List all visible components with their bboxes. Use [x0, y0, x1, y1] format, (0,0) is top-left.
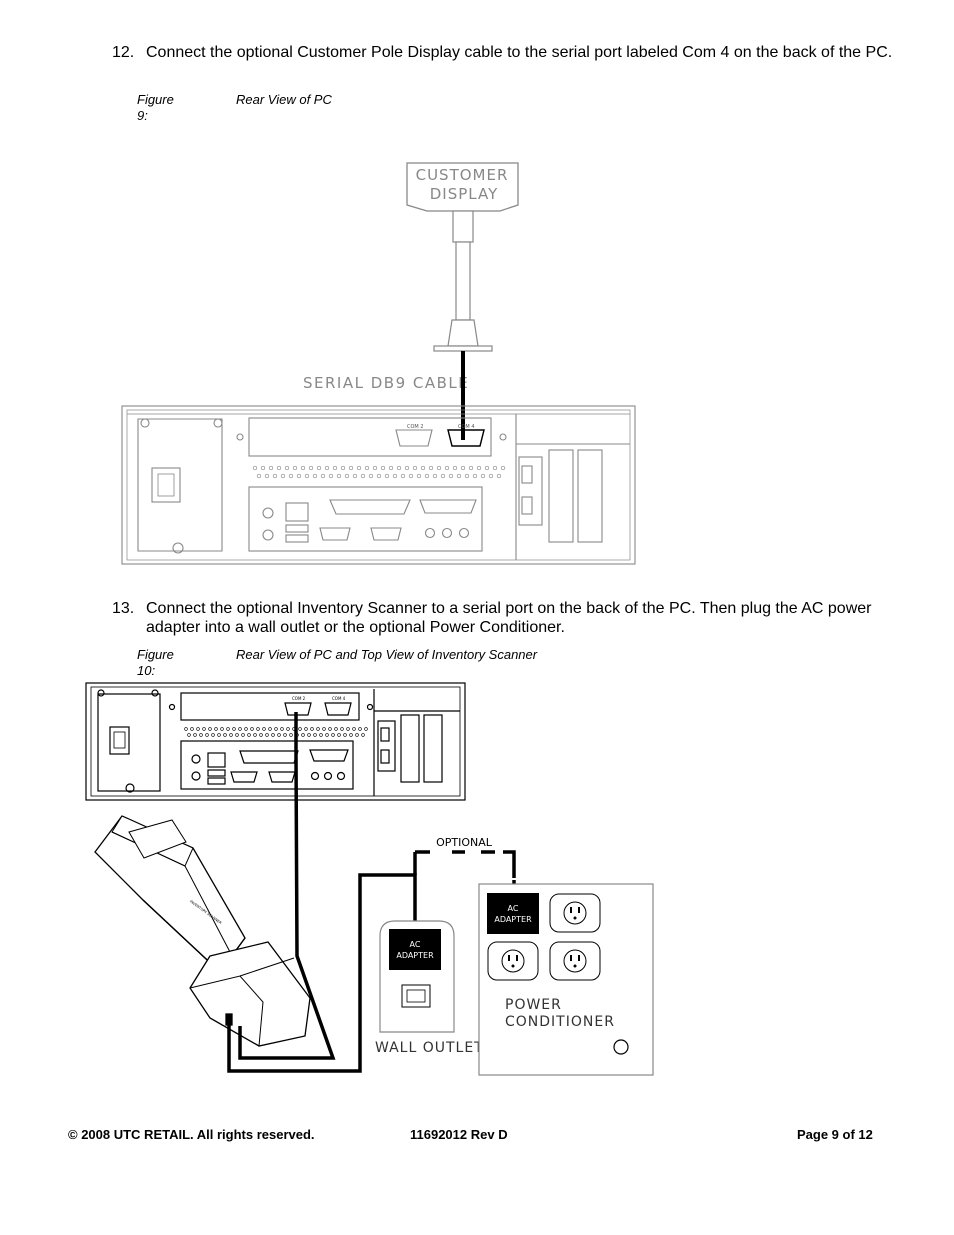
com2-port-label: COM 2	[292, 696, 306, 701]
figure-title: Rear View of PC	[236, 92, 332, 107]
figure-label: Figure 9:	[137, 92, 174, 123]
com2-port-label: COM 2	[407, 424, 424, 430]
wall-outlet: AC ADAPTER WALL OUTLET	[375, 920, 484, 1056]
figure-10-pc-scanner: COM 2 COM 4 INVENTORY SCANNER OPTIONAL A…	[85, 682, 654, 1076]
figure-title: Rear View of PC and Top View of Inventor…	[236, 647, 538, 662]
figure-9-rear-view-pc: CUSTOMER DISPLAY SERIAL DB9 CABLE	[121, 162, 636, 565]
step-number: 12.	[112, 44, 135, 61]
scanner-serial-cable	[227, 712, 417, 1073]
step-text: Connect the optional Customer Pole Displ…	[146, 44, 893, 61]
customer-display-label-2: DISPLAY	[430, 185, 499, 203]
inventory-scanner	[94, 815, 311, 1047]
wall-ac-adapter-label-1: AC	[410, 940, 421, 949]
footer-page-number: Page 9 of 12	[797, 1127, 873, 1142]
pc-rear-chassis	[121, 405, 636, 565]
step-number: 13.	[112, 600, 135, 617]
step-text: Connect the optional Inventory Scanner t…	[146, 600, 872, 636]
customer-display-label-1: CUSTOMER	[416, 166, 509, 184]
footer-doc-number: 11692012 Rev D	[410, 1127, 508, 1142]
power-conditioner: AC ADAPTER POWER CONDITIONER	[478, 883, 654, 1076]
optional-power-line	[415, 850, 516, 890]
cable-label: SERIAL DB9 CABLE	[303, 374, 469, 392]
com4-port-label: COM 4	[458, 424, 475, 430]
power-conditioner-label-2: CONDITIONER	[505, 1014, 615, 1030]
pc-ac-adapter-label-1: AC	[508, 904, 519, 913]
customer-display: CUSTOMER DISPLAY	[406, 162, 519, 352]
power-conditioner-label-1: POWER	[505, 997, 562, 1013]
com4-port	[447, 429, 485, 447]
optional-label: OPTIONAL	[436, 836, 493, 849]
wall-ac-adapter-label-2: ADAPTER	[396, 951, 434, 960]
pc-rear-chassis	[85, 682, 466, 801]
figure-label: Figure 10:	[137, 647, 174, 678]
com4-port-label: COM 4	[332, 696, 346, 701]
footer-copyright: © 2008 UTC RETAIL. All rights reserved.	[68, 1127, 315, 1142]
pc-ac-adapter-label-2: ADAPTER	[494, 915, 532, 924]
wall-outlet-label: WALL OUTLET	[375, 1040, 484, 1056]
